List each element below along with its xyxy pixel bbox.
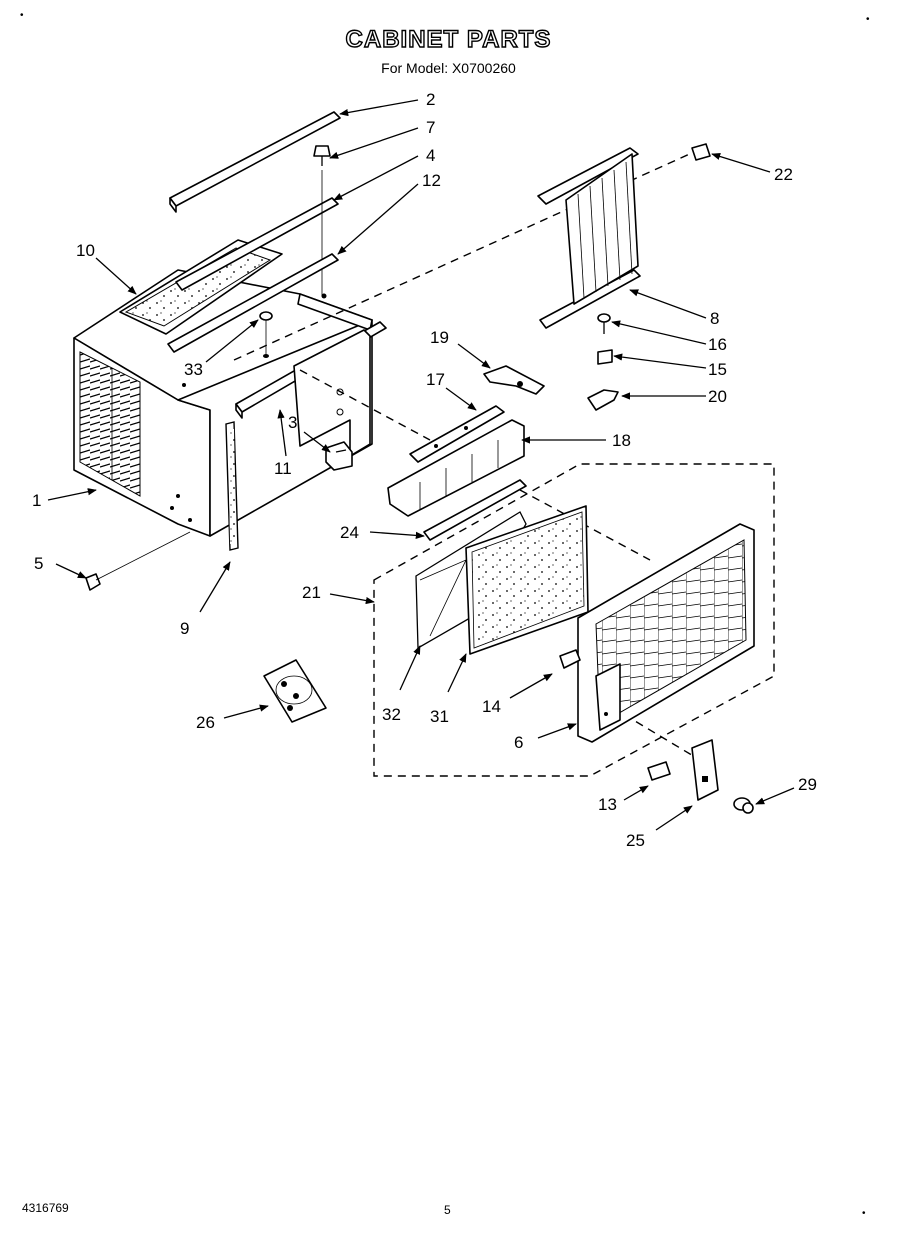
callout-12: 12: [422, 171, 441, 190]
top-insulation-part: [119, 239, 283, 335]
callout-17: 17: [426, 370, 445, 389]
louver-frame-8-part: [537, 147, 641, 329]
callout-24: 24: [340, 523, 359, 542]
front-grille-6-part: [577, 523, 755, 743]
side-strip-9-part: [225, 421, 239, 551]
callout-19: 19: [430, 328, 449, 347]
front-assembly-21-outline: [373, 463, 775, 777]
callout-16: 16: [708, 335, 727, 354]
callout-2: 2: [426, 90, 435, 109]
screw-16-part: [597, 313, 611, 334]
callout-11: 11: [274, 459, 292, 478]
bar-17-part: [409, 405, 505, 463]
callout-14: 14: [482, 697, 501, 716]
block-14-part: [559, 649, 581, 669]
callout-10: 10: [76, 241, 95, 260]
callout-31: 31: [430, 707, 449, 726]
leader-cabinet: [299, 369, 431, 441]
corner-mark-top-left: •: [20, 10, 24, 21]
document-number: 4316769: [22, 1201, 69, 1215]
page-title: CABINET PARTS: [345, 25, 552, 53]
corner-mark-bottom-right: •: [862, 1208, 866, 1219]
callout-15: 15: [708, 360, 727, 379]
screw-5-part: [85, 531, 191, 591]
callout-21: 21: [302, 583, 321, 602]
callout-29: 29: [798, 775, 817, 794]
screw-22-part: [691, 143, 711, 161]
callout-18: 18: [612, 431, 631, 450]
callout-5: 5: [34, 554, 43, 573]
block-13-part: [647, 761, 671, 781]
panel-25-part: [691, 739, 719, 801]
model-subtitle: For Model: X0700260: [381, 60, 516, 76]
callout-9: 9: [180, 619, 189, 638]
mounting-kit-26-part: [263, 659, 327, 723]
callout-32: 32: [382, 705, 401, 724]
lever-19-part: [483, 365, 545, 395]
callout-13: 13: [598, 795, 617, 814]
callout-arrows: [47, 99, 795, 831]
strip-12-part: [167, 253, 339, 353]
callout-25: 25: [626, 831, 645, 850]
callout-20: 20: [708, 387, 727, 406]
clip-15-part: [597, 349, 613, 365]
bracket-3-part: [325, 441, 353, 471]
plug-33-part: [259, 311, 273, 358]
filter-31-part: [465, 505, 589, 655]
bar-24-part: [423, 479, 527, 541]
callout-3: 3: [288, 413, 297, 432]
damper-18-part: [387, 419, 525, 517]
callout-6: 6: [514, 733, 523, 752]
callout-8: 8: [710, 309, 719, 328]
callout-7: 7: [426, 118, 435, 137]
callout-26: 26: [196, 713, 215, 732]
channel-4-part: [175, 170, 339, 299]
page-number: 5: [444, 1203, 451, 1217]
callout-33: 33: [184, 360, 203, 379]
callout-22: 22: [774, 165, 793, 184]
callout-4: 4: [426, 146, 435, 165]
knob-29-part: [733, 797, 754, 814]
top-rail-part: [169, 111, 341, 213]
screw-7-part: [313, 145, 331, 166]
callout-1: 1: [32, 491, 41, 510]
inner-partition-part: [293, 329, 371, 457]
clip-20-part: [587, 389, 619, 411]
corner-mark-top-right: •: [866, 14, 870, 25]
